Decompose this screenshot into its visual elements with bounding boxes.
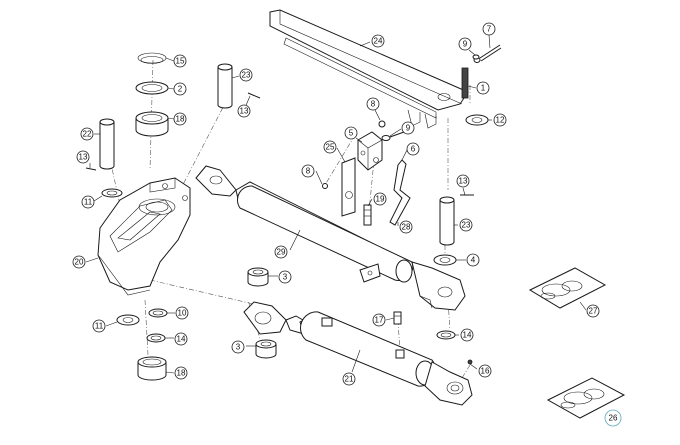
callout-label: 14	[463, 331, 472, 340]
callout-c1: 1	[476, 81, 490, 95]
callout-c13a: 13	[76, 150, 90, 164]
callout-c4: 4	[466, 253, 480, 267]
callout-label: 8	[371, 100, 376, 109]
callout-label: 7	[487, 25, 492, 34]
callout-label: 9	[406, 124, 411, 133]
callout-c23a: 23	[239, 68, 253, 82]
left-stack-parts	[85, 52, 169, 198]
valve-assembly	[322, 120, 405, 226]
bushing-3-lower	[255, 339, 277, 359]
top-right-small-parts	[461, 44, 502, 126]
pin-23-top	[217, 63, 261, 109]
callout-c21: 21	[342, 372, 356, 386]
callout-c27: 27	[586, 304, 600, 318]
callout-c26: 26	[604, 409, 622, 427]
fittings	[393, 311, 473, 365]
callout-c22: 22	[80, 127, 94, 141]
callout-c7: 7	[482, 22, 496, 36]
callout-c18a: 18	[173, 112, 187, 126]
callout-label: 18	[177, 369, 186, 378]
callout-label: 20	[75, 258, 84, 267]
callout-label: 17	[375, 316, 384, 325]
bushing-3-upper	[247, 267, 269, 287]
callout-label: 5	[349, 129, 354, 138]
callout-label: 25	[326, 143, 335, 152]
callout-c5: 5	[344, 126, 358, 140]
callout-label: 23	[462, 221, 471, 230]
callout-c11b: 11	[92, 319, 106, 333]
left-lower-parts	[116, 308, 168, 381]
callout-label: 3	[236, 343, 241, 352]
callout-c3a: 3	[278, 270, 292, 284]
right-bushings	[433, 254, 457, 340]
callout-c8b: 8	[301, 164, 315, 178]
callout-c13b: 13	[237, 104, 251, 118]
callout-c23b: 23	[459, 218, 473, 232]
lever-arm	[269, 9, 469, 129]
callout-label: 6	[411, 145, 416, 154]
callout-c28: 28	[399, 220, 413, 234]
callout-c9b: 9	[401, 121, 415, 135]
callout-label: 8	[306, 167, 311, 176]
callout-c19: 19	[373, 192, 387, 206]
callout-label: 27	[589, 307, 598, 316]
callout-label: 29	[277, 248, 286, 257]
callout-label: 13	[459, 177, 468, 186]
leader-lines	[85, 34, 587, 374]
callout-label: 15	[176, 57, 185, 66]
callout-label: 11	[84, 198, 93, 207]
bent-lever	[389, 159, 411, 226]
callout-c12: 12	[493, 113, 507, 127]
callout-c15a: 15	[173, 54, 187, 68]
callout-c16: 16	[478, 364, 492, 378]
callout-label: 16	[481, 367, 490, 376]
callout-label: 18	[176, 115, 185, 124]
lower-link-bracket	[97, 177, 191, 296]
callout-c24: 24	[371, 34, 385, 48]
callout-label: 26	[609, 414, 618, 423]
callout-c17: 17	[372, 313, 386, 327]
callout-c6: 6	[406, 142, 420, 156]
callout-c11a: 11	[81, 195, 95, 209]
callout-c25: 25	[323, 140, 337, 154]
callout-label: 14	[177, 335, 186, 344]
callout-label: 2	[178, 85, 183, 94]
callout-label: 12	[496, 116, 505, 125]
callout-c8a: 8	[366, 97, 380, 111]
callout-label: 11	[95, 322, 104, 331]
callout-label: 19	[376, 195, 385, 204]
callout-label: 10	[178, 309, 187, 318]
callout-label: 4	[471, 256, 476, 265]
callout-c10: 10	[175, 306, 189, 320]
callout-label: 23	[242, 71, 251, 80]
callout-label: 9	[463, 40, 468, 49]
pin-23-right	[439, 194, 474, 246]
callout-c13c: 13	[456, 174, 470, 188]
lower-cylinder	[243, 301, 473, 406]
callout-c29: 29	[274, 245, 288, 259]
callout-label: 1	[481, 84, 486, 93]
callout-label: 28	[402, 223, 411, 232]
callout-c18b: 18	[174, 366, 188, 380]
callout-c20: 20	[72, 255, 86, 269]
callout-c14a: 14	[174, 332, 188, 346]
callout-label: 24	[374, 37, 383, 46]
callout-label: 3	[283, 273, 288, 282]
callout-label: 21	[345, 375, 354, 384]
callout-c14b: 14	[460, 328, 474, 342]
seal-kit-26	[546, 377, 626, 419]
callout-label: 13	[79, 153, 88, 162]
callout-label: 13	[240, 107, 249, 116]
callout-label: 22	[83, 130, 92, 139]
callout-c2: 2	[173, 82, 187, 96]
callout-c9a: 9	[458, 37, 472, 51]
upper-cylinder	[195, 165, 466, 311]
callout-c3b: 3	[231, 340, 245, 354]
seal-kit-27	[528, 267, 607, 309]
